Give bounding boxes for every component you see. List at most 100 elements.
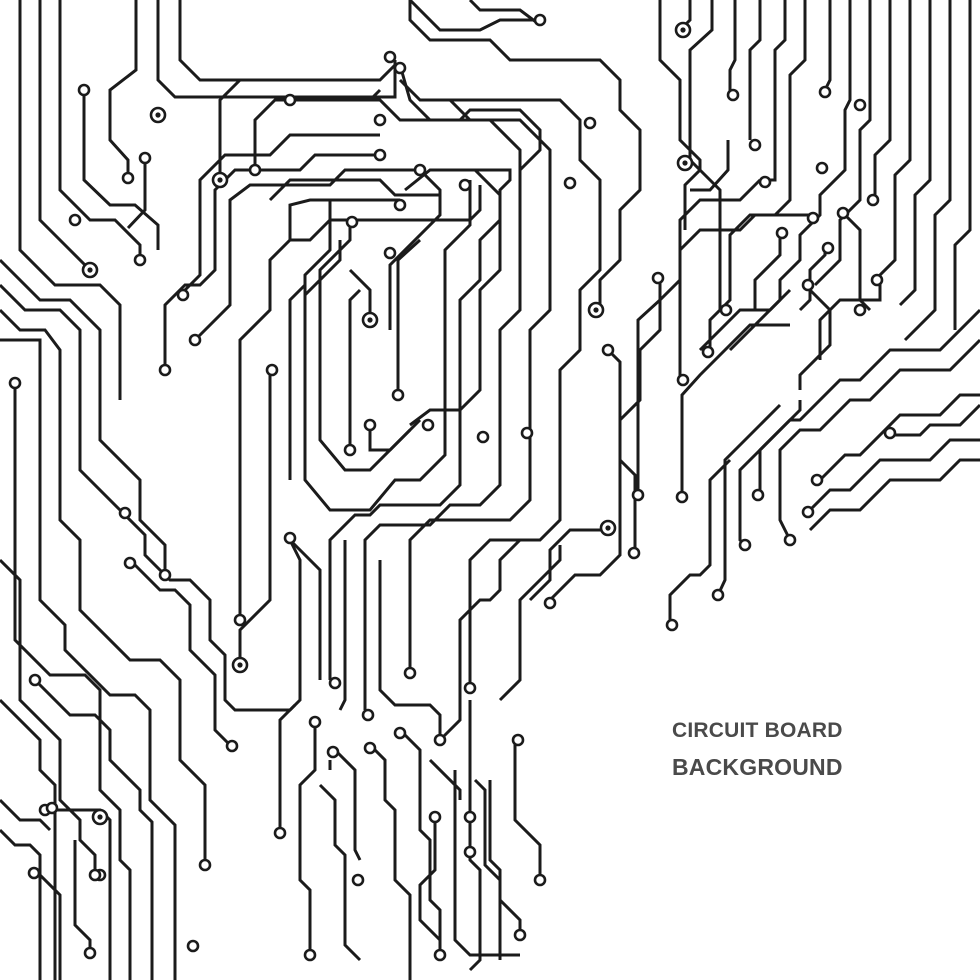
circuit-pad: [303, 948, 317, 962]
circuit-trace: [126, 160, 147, 230]
circuit-trace: [716, 403, 782, 596]
circuit-trace: [488, 780, 522, 935]
circuit-pad: [701, 345, 715, 359]
circuit-pad: [308, 715, 322, 729]
circuit-pad: [176, 288, 190, 302]
circuit-trace: [193, 168, 442, 342]
circuit-trace: [468, 700, 482, 972]
circuit-trace: [82, 90, 160, 250]
circuit-pad: [665, 618, 679, 632]
circuit-trace: [453, 770, 520, 957]
circuit-trace: [290, 88, 382, 102]
circuit-via-center: [97, 814, 103, 820]
circuit-trace: [33, 678, 154, 980]
circuit-trace: [698, 288, 792, 352]
circuit-trace: [528, 528, 610, 602]
circuit-pad: [351, 873, 365, 887]
circuit-trace: [253, 98, 542, 190]
circuit-pad: [391, 388, 405, 402]
circuit-trace: [0, 558, 97, 875]
circuit-trace: [678, 213, 810, 380]
circuit-trace: [408, 0, 642, 310]
circuit-trace: [128, 558, 232, 747]
circuit-pad: [363, 418, 377, 432]
circuit-trace: [753, 230, 782, 310]
circuit-pad: [815, 161, 829, 175]
circuit-trace: [33, 868, 62, 980]
circuit-pad: [533, 873, 547, 887]
circuit-trace: [898, 0, 932, 307]
circuit-pad: [627, 546, 641, 560]
circuit-pad: [283, 531, 297, 545]
circuit-via-center: [87, 267, 93, 273]
circuit-trace: [303, 200, 332, 310]
circuit-pad: [543, 596, 557, 610]
circuit-trace: [798, 283, 832, 390]
circuit-trace: [238, 370, 272, 665]
circuit-pad: [676, 373, 690, 387]
circuit-pad: [748, 138, 762, 152]
circuit-trace: [318, 783, 362, 962]
circuit-trace: [468, 0, 541, 27]
circuit-pad: [233, 613, 247, 627]
circuit-via-center: [367, 317, 373, 323]
circuit-pad: [28, 673, 42, 687]
circuit-trace: [748, 0, 762, 140]
circuit-pad: [198, 858, 212, 872]
circuit-trace: [808, 458, 980, 532]
circuit-trace: [328, 168, 512, 680]
circuit-trace: [0, 258, 167, 580]
circuit-pad: [433, 948, 447, 962]
circuit-pad: [783, 533, 797, 547]
circuit-trace: [498, 545, 562, 702]
circuit-trace: [278, 703, 297, 830]
circuit-trace: [396, 238, 422, 395]
circuit-pad: [413, 163, 427, 177]
circuit-via-center: [155, 112, 161, 118]
circuit-trace: [288, 283, 307, 480]
circuit-trace: [408, 0, 540, 32]
circuit-trace: [873, 0, 892, 205]
circuit-pad: [651, 271, 665, 285]
circuit-trace: [668, 458, 732, 625]
circuit-pad: [158, 568, 172, 582]
circuit-trace: [58, 0, 142, 260]
circuit-pad: [121, 171, 135, 185]
circuit-trace: [636, 280, 662, 495]
circuit-pad: [68, 213, 82, 227]
circuit-via-center: [237, 662, 243, 668]
circuit-trace: [903, 0, 952, 342]
circuit-trace: [728, 0, 852, 352]
circuit-trace: [0, 698, 57, 980]
circuit-pad: [83, 946, 97, 960]
circuit-trace: [348, 268, 372, 320]
circuit-pad: [88, 868, 102, 882]
circuit-pad: [801, 505, 815, 519]
circuit-trace: [823, 0, 832, 91]
circuit-trace: [318, 220, 422, 472]
circuit-pad: [520, 426, 534, 440]
circuit-via-center: [605, 525, 611, 531]
circuit-pad: [133, 253, 147, 267]
circuit-trace: [450, 98, 602, 690]
circuit-pad: [383, 246, 397, 260]
circuit-pad: [853, 303, 867, 317]
circuit-trace: [818, 393, 980, 482]
circuit-pad: [343, 443, 357, 457]
circuit-pad: [421, 418, 435, 432]
circuit-pad: [758, 175, 772, 189]
circuit-trace: [680, 323, 790, 495]
circuit-pad: [675, 490, 689, 504]
circuit-trace: [156, 0, 397, 99]
title-line-1: CIRCUIT BOARD: [672, 719, 843, 742]
circuit-pad: [433, 733, 447, 747]
circuit-trace: [0, 283, 122, 512]
circuit-pad: [836, 206, 850, 220]
circuit-pad: [738, 538, 752, 552]
circuit-trace: [288, 198, 400, 240]
circuit-pad: [373, 113, 387, 127]
circuit-pad: [719, 303, 733, 317]
circuit-pad: [513, 928, 527, 942]
circuit-pad: [273, 826, 287, 840]
